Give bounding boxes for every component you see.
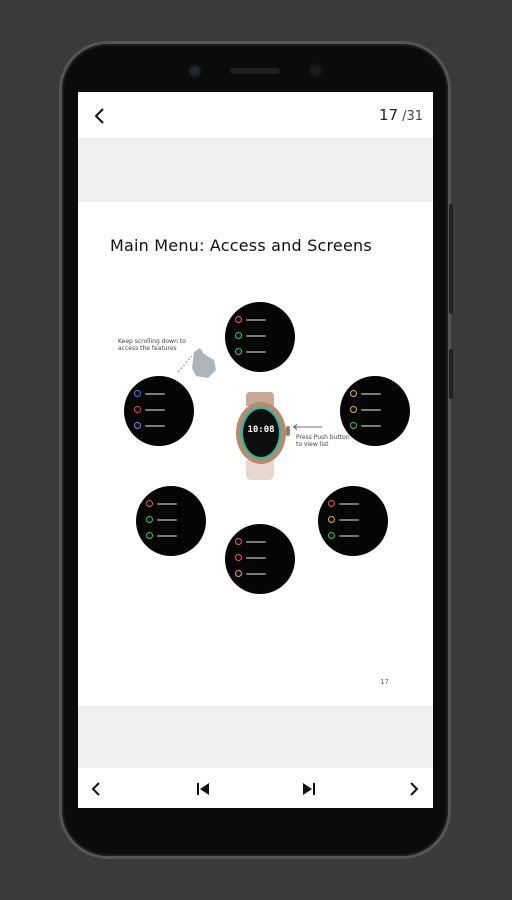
menu-item-line xyxy=(339,534,359,537)
menu-item-line xyxy=(339,518,359,521)
menu-item-icon xyxy=(235,348,242,355)
menu-item-line xyxy=(157,518,177,521)
menu-item-line xyxy=(145,408,165,411)
document-page-number: 17 xyxy=(380,678,389,686)
menu-item-line xyxy=(145,424,165,427)
earpiece-speaker xyxy=(230,68,280,74)
press-hint-caption: Press Push button to view list xyxy=(296,434,350,448)
watch-time: 10:08 xyxy=(247,425,275,435)
menu-item-icon xyxy=(146,500,153,507)
menu-item-line xyxy=(157,534,177,537)
previous-page-icon[interactable] xyxy=(88,780,106,798)
menu-right-lower xyxy=(318,486,388,556)
front-camera xyxy=(190,66,200,76)
page-gap-bottom xyxy=(78,706,433,768)
menu-left-lower xyxy=(136,486,206,556)
total-pages: /31 xyxy=(402,109,423,124)
menu-item-line xyxy=(339,502,359,505)
menu-item-line xyxy=(361,392,381,395)
menu-item-line xyxy=(246,556,266,559)
menu-item-line xyxy=(246,318,266,321)
page-gap-top xyxy=(78,138,433,202)
menu-item-line xyxy=(145,392,165,395)
volume-button xyxy=(449,204,453,314)
menu-item-icon xyxy=(146,516,153,523)
menu-item-icon xyxy=(134,390,141,397)
page-indicator: 17/31 xyxy=(379,106,423,124)
menu-item-icon xyxy=(328,516,335,523)
menu-item-line xyxy=(246,572,266,575)
menu-item-icon xyxy=(146,532,153,539)
menu-item-icon xyxy=(235,332,242,339)
phone-frame: 17/31 Main Menu: Access and Screens Keep… xyxy=(62,44,453,856)
power-button xyxy=(449,349,453,399)
document-page[interactable]: Main Menu: Access and Screens Keep scrol… xyxy=(78,202,433,706)
scroll-hint-caption: Keep scrolling down to access the featur… xyxy=(118,338,186,352)
menu-item-icon xyxy=(235,570,242,577)
menu-item-line xyxy=(361,408,381,411)
smartwatch-image: 10:08 xyxy=(234,392,290,482)
proximity-sensor xyxy=(310,65,321,76)
menu-item-icon xyxy=(134,406,141,413)
back-chevron-icon[interactable] xyxy=(90,106,110,126)
menu-item-line xyxy=(361,424,381,427)
viewer-bottom-bar xyxy=(78,768,433,808)
menu-item-icon xyxy=(328,532,335,539)
menu-item-line xyxy=(246,334,266,337)
menu-top xyxy=(225,302,295,372)
menu-bottom xyxy=(225,524,295,594)
press-arrow-icon xyxy=(292,424,322,430)
menu-right-upper xyxy=(340,376,410,446)
menu-item-icon xyxy=(328,500,335,507)
menu-item-icon xyxy=(350,390,357,397)
current-page-number: 17 xyxy=(378,106,399,124)
menu-item-icon xyxy=(235,554,242,561)
menu-item-line xyxy=(157,502,177,505)
first-page-icon[interactable] xyxy=(194,780,212,798)
last-page-icon[interactable] xyxy=(300,780,318,798)
menu-item-icon xyxy=(235,538,242,545)
menu-item-line xyxy=(246,350,266,353)
swipe-hand-icon xyxy=(177,348,216,378)
next-page-icon[interactable] xyxy=(404,780,422,798)
menu-item-icon xyxy=(235,316,242,323)
menu-item-line xyxy=(246,540,266,543)
menu-left-upper xyxy=(124,376,194,446)
menu-item-icon xyxy=(134,422,141,429)
viewer-top-bar: 17/31 xyxy=(78,92,433,138)
menu-item-icon xyxy=(350,406,357,413)
menu-item-icon xyxy=(350,422,357,429)
app-screen: 17/31 Main Menu: Access and Screens Keep… xyxy=(78,92,433,808)
page-title: Main Menu: Access and Screens xyxy=(110,236,372,255)
